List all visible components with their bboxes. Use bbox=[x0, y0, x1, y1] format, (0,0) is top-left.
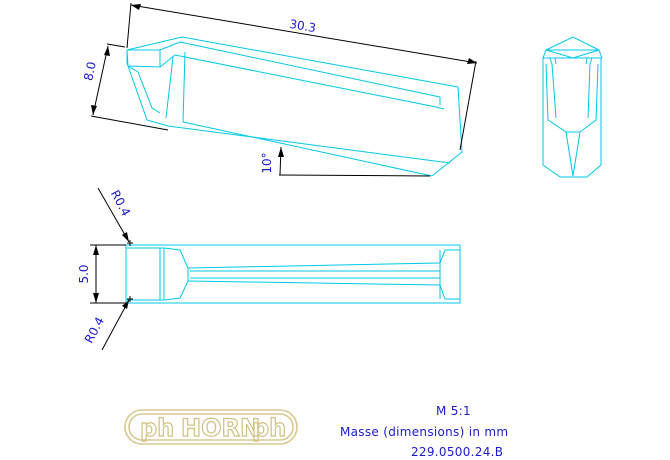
dim-length-label: 30.3 bbox=[288, 17, 317, 35]
side-view bbox=[126, 36, 463, 177]
side-view-dimensions: 30.3 8.0 10° bbox=[81, 2, 478, 177]
dim-width-label: 5.0 bbox=[77, 264, 91, 283]
logo-left-mark: ph bbox=[140, 414, 174, 442]
scale-text: M 5:1 bbox=[436, 404, 471, 418]
logo-wordmark: HORN bbox=[181, 414, 260, 442]
radius-top-label: R0.4 bbox=[108, 188, 133, 219]
horn-logo: ph HORN ph bbox=[124, 409, 298, 445]
dim-angle-label: 10° bbox=[260, 152, 274, 173]
top-view bbox=[125, 244, 461, 304]
logo-right-mark: ph bbox=[252, 414, 286, 442]
top-view-dimensions: 5.0 R0.4 R0.4 bbox=[77, 188, 133, 351]
radius-bottom-label: R0.4 bbox=[82, 315, 107, 346]
part-number-text: 229.0500.24.B bbox=[411, 445, 504, 459]
end-view bbox=[542, 36, 603, 178]
units-text: Masse (dimensions) in mm bbox=[340, 425, 509, 439]
dim-height-label: 8.0 bbox=[81, 60, 99, 82]
